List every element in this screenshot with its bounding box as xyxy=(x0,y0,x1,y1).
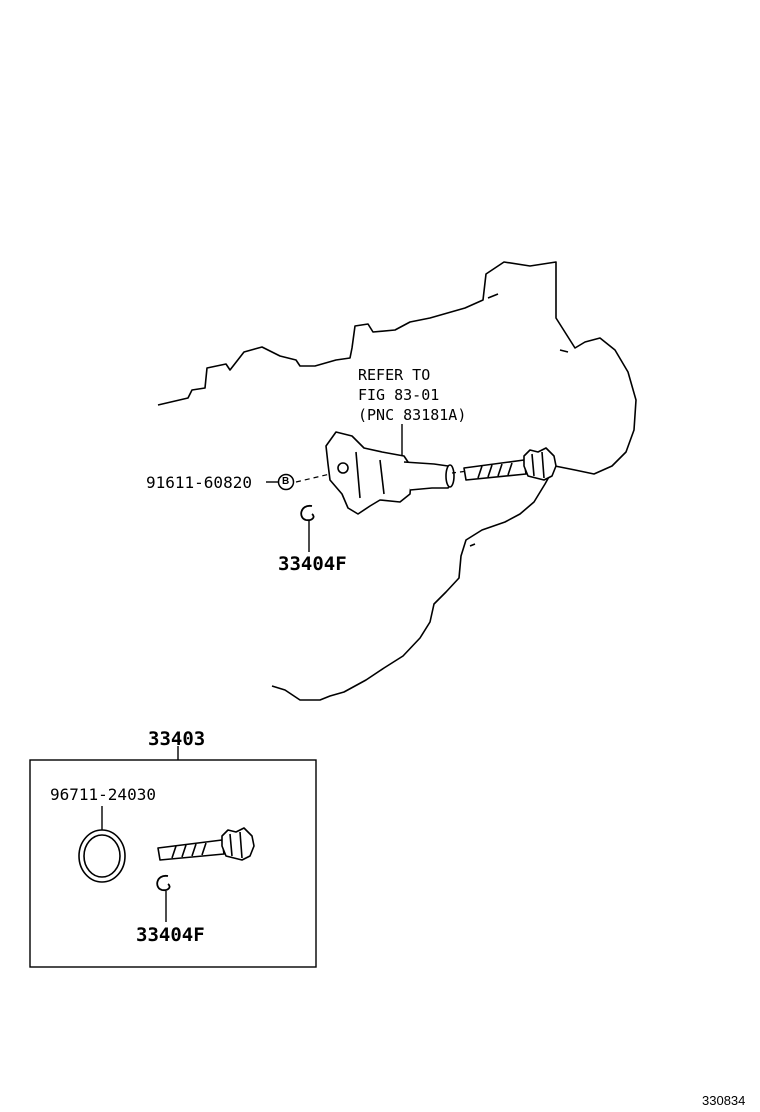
refer-note-line2: FIG 83-01 xyxy=(358,386,440,404)
o-ring-icon xyxy=(78,829,126,883)
transmission-housing xyxy=(157,261,637,701)
bolt-marker-letter: B xyxy=(282,476,290,487)
kit-part-number: 33403 xyxy=(148,728,206,750)
figure-number: 330834 xyxy=(702,1093,746,1108)
bolt-part-number: 91611-60820 xyxy=(146,473,252,492)
clip-upper-icon xyxy=(300,505,315,522)
bolt-centerline xyxy=(295,473,331,483)
o-ring-part-number: 96711-24030 xyxy=(50,785,156,804)
driven-gear-upper xyxy=(463,447,557,481)
driven-gear-housing xyxy=(325,431,455,515)
refer-note-line3: (PNC 83181A) xyxy=(358,406,467,424)
kit-box xyxy=(29,759,317,968)
gear-centerline xyxy=(451,470,469,474)
driven-gear-lower xyxy=(157,827,255,861)
clip-upper-part-number: 33404F xyxy=(278,553,347,575)
clip-lower-part-number: 33404F xyxy=(136,924,205,946)
clip-lower-icon xyxy=(156,875,171,892)
refer-note-line1: REFER TO xyxy=(358,366,431,384)
bolt-marker-circle xyxy=(277,473,295,491)
